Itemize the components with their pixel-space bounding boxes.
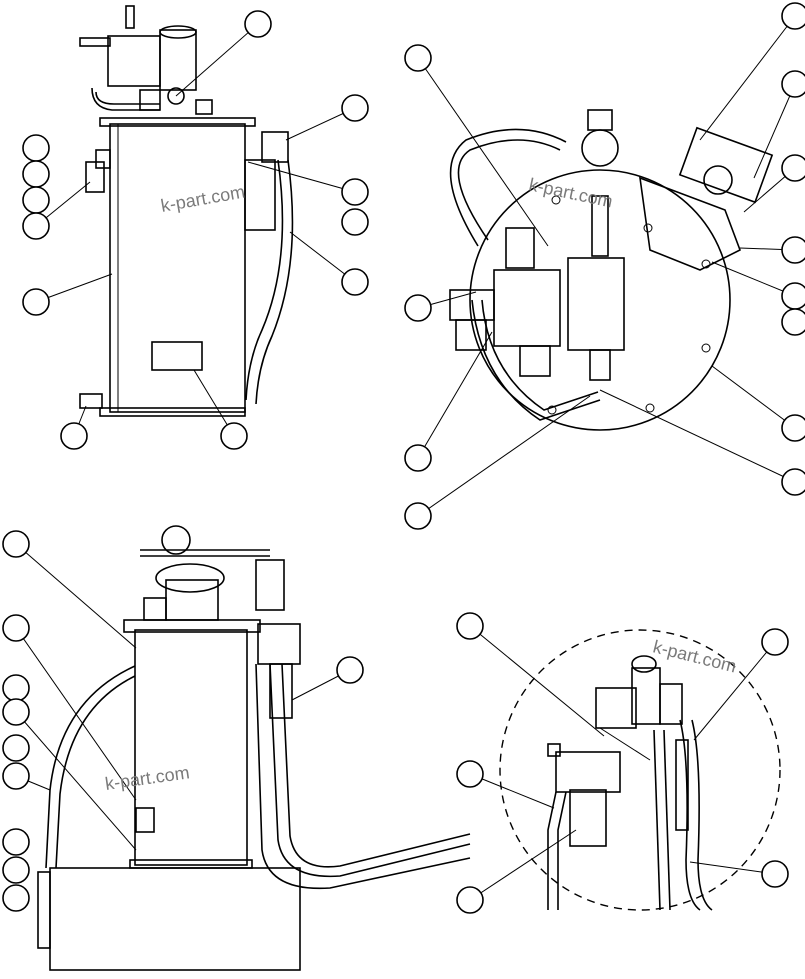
callout-circle [404,444,432,472]
view-side-bottom-left [37,525,471,971]
watermark-text: k-part.com [159,181,246,215]
callout-circle [456,886,484,914]
callout-circle [2,856,30,884]
callout-circle [2,762,30,790]
view-detail-bottom-right [499,629,781,911]
callout-circle [404,502,432,530]
watermark-text: k-part.com [104,762,191,794]
view-side-left [79,5,294,417]
callout-circle [2,734,30,762]
watermarks: k-part.com k-part.com k-part.com k-part.… [104,174,739,794]
callout-circle [341,268,369,296]
callout-circle [456,612,484,640]
callout-circles [2,2,805,914]
watermark-text: k-part.com [651,636,738,676]
callout-circle [341,94,369,122]
callout-circle [2,698,30,726]
callout-circle [22,134,50,162]
callout-circle [341,178,369,206]
callout-circle [336,656,364,684]
callout-circle [781,468,805,496]
callout-circle [781,236,805,264]
callout-circle [2,828,30,856]
callout-circle [60,422,88,450]
callout-circle [781,154,805,182]
callout-circle [781,414,805,442]
callout-circle [22,288,50,316]
callout-circle [781,2,805,30]
callout-circle [781,70,805,98]
callout-circle [2,530,30,558]
callout-circle [2,674,30,702]
callout-circle [2,884,30,912]
callout-circle [244,10,272,38]
callout-circle [781,282,805,310]
callout-circle [2,614,30,642]
callout-circle [456,760,484,788]
callout-circle [761,628,789,656]
callout-circle [404,294,432,322]
callout-circle [341,208,369,236]
callout-circle [781,308,805,336]
callout-circle [22,212,50,240]
callout-circle [220,422,248,450]
callout-circle [404,44,432,72]
callout-circle [22,186,50,214]
callout-circle [761,860,789,888]
callout-circle [22,160,50,188]
watermark-text: k-part.com [527,174,614,211]
view-top-right [449,109,774,431]
